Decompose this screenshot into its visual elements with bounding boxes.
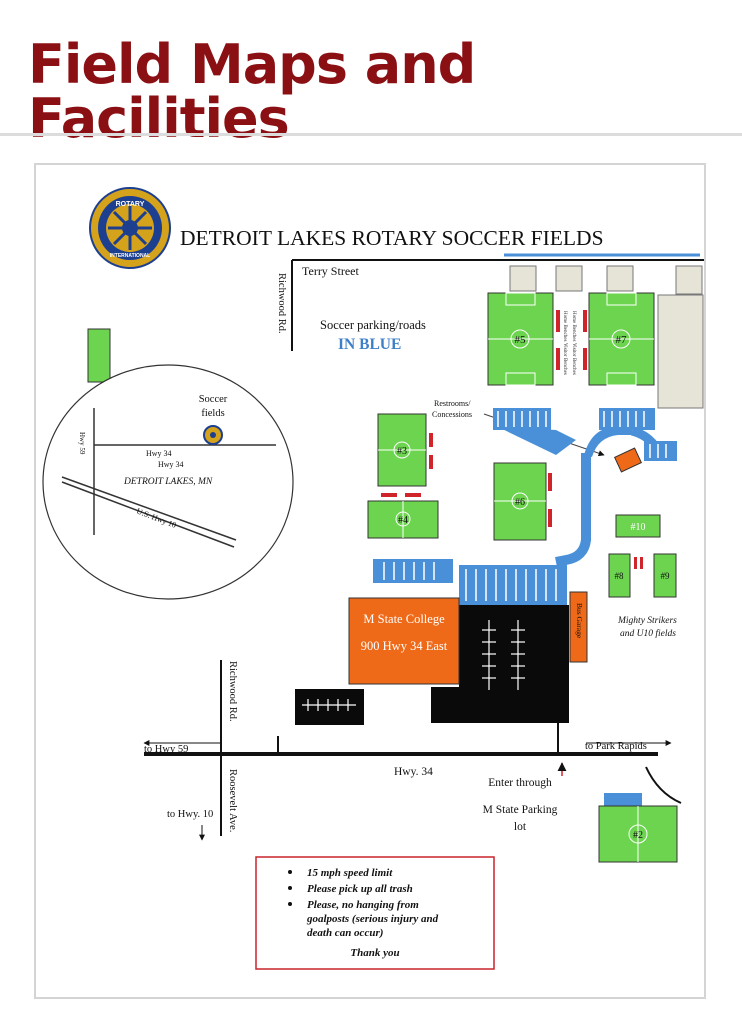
parking-note-line1: Soccer parking/roads	[320, 318, 426, 332]
restrooms-label-2: Concessions	[432, 410, 472, 419]
m-state-college-building	[348, 597, 460, 685]
thank-you: Thank you	[350, 947, 399, 959]
field-5-label: #5	[515, 334, 527, 346]
field-2: #2	[598, 805, 678, 863]
to-hwy59-label: to Hwy 59	[144, 744, 188, 755]
rule-3a: Please, no hanging from	[307, 899, 419, 911]
enter-through-line3: lot	[514, 821, 527, 833]
restrooms-label-1: Restrooms/	[434, 399, 471, 408]
rule-1: 15 mph speed limit	[307, 867, 393, 879]
rule-2: Please pick up all trash	[307, 883, 413, 895]
college-name: M State College	[363, 612, 445, 626]
to-park-rapids-label: to Park Rapids	[585, 741, 647, 752]
enter-through-line2: M State Parking	[483, 804, 558, 816]
field-4: #4	[367, 500, 439, 539]
field-5: #5	[487, 292, 554, 386]
mighty-strikers-label-1: Mighty Strikers	[617, 616, 677, 626]
bus-garage-label: Bus Garage	[575, 603, 584, 639]
inset-hwy59-label: Hwy 59	[78, 432, 86, 455]
parking-blue	[373, 408, 677, 605]
field-2-label: #2	[633, 830, 643, 841]
field-9: #9	[653, 553, 677, 598]
parking-note-line2: IN BLUE	[338, 336, 401, 353]
field-7: #7	[588, 292, 655, 386]
field-8: #8	[608, 553, 631, 598]
hwy-34-label: Hwy. 34	[394, 766, 433, 778]
richwood-rd-bottom-label: Richwood Rd.	[227, 661, 238, 722]
visitor-benches-label: Visitor Benches	[562, 343, 567, 375]
field-8-label: #8	[615, 571, 625, 581]
to-hwy10-label: to Hwy. 10	[167, 809, 213, 820]
rule-3b: goalposts (serious injury and	[306, 913, 439, 925]
inset-hwy34-label-a: Hwy 34	[146, 449, 172, 458]
west-parking-lot	[295, 689, 364, 725]
rotary-logo: ROTARY INTERNATIONAL	[89, 187, 171, 269]
visitor-benches-label-2: Visitor Benches	[571, 343, 576, 375]
page-title: Field Maps and Facilities	[28, 33, 476, 150]
field-6-label: #6	[515, 497, 525, 508]
field-map: ROTARY INTERNATIONAL DETROIT LAKES ROTAR…	[34, 163, 706, 999]
field-3-label: #3	[397, 446, 407, 457]
inset-locator-map: Soccer fields Hwy 59 Hwy 34 Hwy 34 DETRO…	[42, 328, 294, 600]
field-6: #6	[493, 462, 547, 541]
bus-garage-building	[569, 591, 588, 663]
rule-3c: death can occur)	[307, 927, 383, 939]
home-benches-label-2: Home Benches	[571, 311, 576, 341]
rotary-logo-text-top: ROTARY	[116, 201, 145, 208]
college-address: 900 Hwy 34 East	[361, 639, 448, 653]
inset-city-label: DETROIT LAKES, MN	[123, 477, 213, 487]
field-10: #10	[615, 514, 661, 538]
field-4-label: #4	[398, 515, 408, 526]
field-10-label: #10	[631, 522, 646, 533]
roosevelt-ave-label: Roosevelt Ave.	[227, 769, 238, 832]
inset-soccer-label-2: fields	[201, 408, 224, 419]
map-title: DETROIT LAKES ROTARY SOCCER FIELDS	[180, 226, 604, 250]
home-benches-label: Home Benches	[562, 311, 567, 341]
enter-through-line1: Enter through	[488, 777, 552, 789]
rotary-logo-text-bottom: INTERNATIONAL	[110, 253, 150, 259]
mighty-strikers-label-2: and U10 fields	[620, 628, 676, 639]
inset-hwy34-label-b: Hwy 34	[158, 460, 184, 469]
richwood-rd-top-label: Richwood Rd.	[276, 273, 287, 334]
field-3: #3	[377, 413, 427, 487]
field-7-label: #7	[616, 334, 628, 346]
title-divider	[0, 133, 742, 136]
rules-note: 15 mph speed limit Please pick up all tr…	[255, 856, 495, 970]
inset-soccer-label-1: Soccer	[199, 394, 228, 405]
field-9-label: #9	[661, 571, 671, 581]
terry-street-label: Terry Street	[302, 264, 359, 278]
